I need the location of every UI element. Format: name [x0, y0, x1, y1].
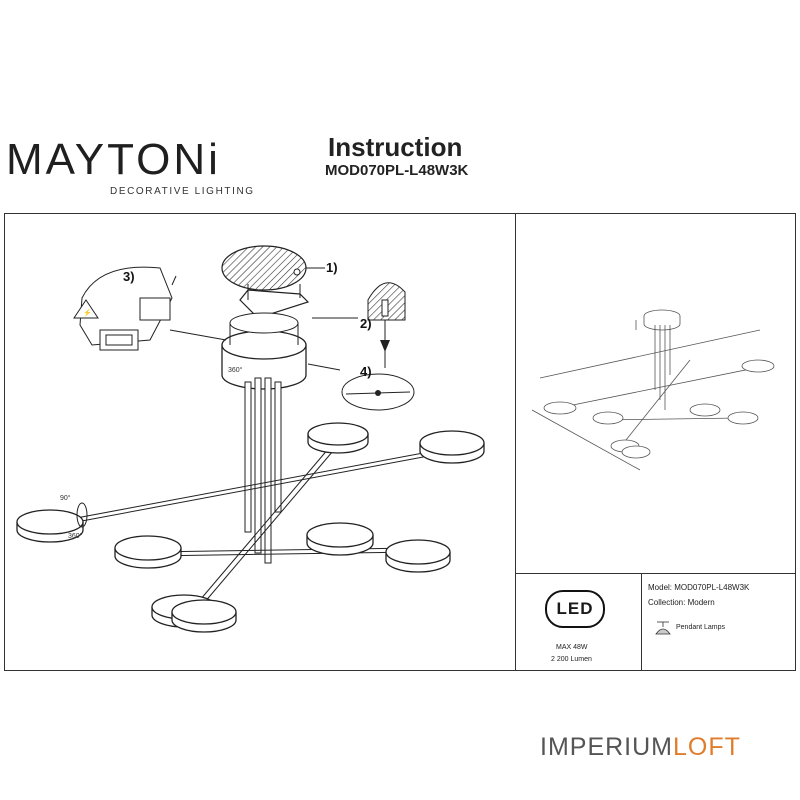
document-title: Instruction [328, 132, 463, 162]
step-4-label: 4) [360, 364, 372, 379]
spec-max-power: MAX 48W [556, 644, 588, 651]
ceiling-plate [221, 245, 307, 291]
spec-collection: Collection: Modern [648, 598, 715, 607]
step-1-label: 1) [326, 260, 338, 275]
svg-text:⚡: ⚡ [83, 308, 92, 317]
dimension-drawing [531, 309, 775, 471]
rotation-label: 90° [60, 494, 71, 502]
mounting-bracket [239, 289, 310, 319]
divider-vertical [515, 213, 516, 670]
brand-name: MAYTONi [6, 135, 221, 184]
brand-logo: MAYTONi DECORATIVE LIGHTING [6, 135, 255, 198]
footer-logo-part2: LOFT [673, 733, 741, 761]
pendant-lamp-icon [655, 621, 671, 635]
divider-horizontal [515, 573, 795, 574]
brand-tagline: DECORATIVE LIGHTING [110, 186, 255, 197]
rotation-label: 360° [68, 532, 83, 540]
led-badge: LED [545, 590, 605, 628]
divider-spec [641, 573, 642, 670]
document-model-code: MOD070PL-L48W3K [325, 162, 469, 179]
footer-logo-part1: IMPERIUM [540, 733, 673, 761]
instruction-sheet [4, 213, 796, 671]
footer-logo: IMPERIUMLOFT [540, 733, 741, 762]
step-3-label: 3) [123, 269, 135, 284]
spec-lumen: 2 200 Lumen [551, 656, 592, 663]
rotation-label: 360° [228, 366, 243, 374]
spec-type: Pendant Lamps [676, 624, 726, 631]
step-2-label: 2) [360, 316, 372, 331]
spec-model: Model: MOD070PL-L48W3K [648, 583, 750, 592]
